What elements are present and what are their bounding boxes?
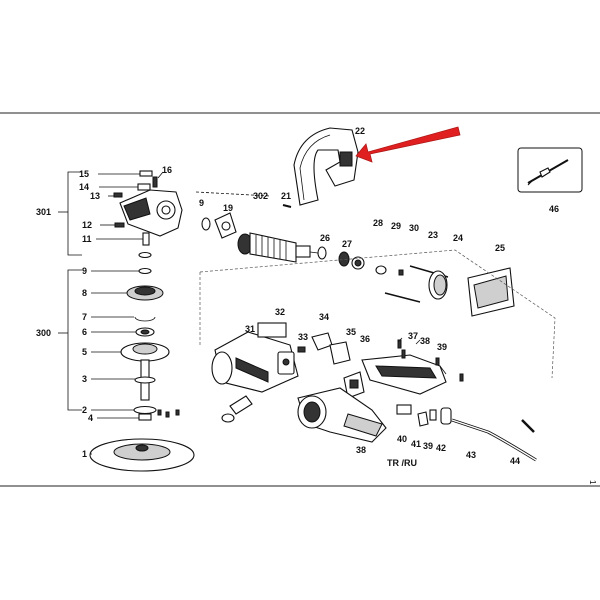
label-35: 35	[346, 327, 356, 337]
label-16: 15	[79, 169, 89, 179]
label-39-bottom: 39	[423, 441, 433, 451]
label-6: 6	[82, 327, 87, 337]
part-11-shaft	[142, 232, 150, 246]
part-22-handle	[293, 127, 359, 206]
part-12-screw	[114, 222, 125, 228]
part-14-screw	[113, 192, 123, 198]
label-32: 32	[275, 307, 285, 317]
label-9-top: 9	[199, 198, 204, 208]
label-26: 26	[320, 233, 330, 243]
part-36-switch	[343, 371, 365, 399]
part-17-pin	[152, 176, 158, 188]
label-46: 46	[549, 204, 559, 214]
label-34: 34	[319, 312, 329, 322]
label-42: 42	[436, 443, 446, 453]
part-9-circlip	[138, 267, 152, 275]
label-22: 22	[355, 126, 365, 136]
part-41-cap	[417, 411, 429, 427]
part-40-block	[396, 404, 412, 415]
label-24: 24	[453, 233, 463, 243]
bracket-300	[67, 269, 82, 411]
label-38-bottom: 38	[356, 445, 366, 455]
part-44-plug	[521, 419, 535, 433]
label-15: 14	[79, 182, 89, 192]
label-33: 33	[298, 332, 308, 342]
side-mark: 1	[588, 480, 597, 485]
label-tr-ru: TR /RU	[387, 458, 417, 468]
label-39-top: 39	[437, 342, 447, 352]
label-12: 12	[82, 220, 92, 230]
label-300: 300	[36, 328, 51, 338]
label-44: 44	[510, 456, 520, 466]
bracket-301	[67, 171, 82, 256]
part-27-bearing	[338, 251, 350, 267]
part-29-ring	[375, 265, 387, 275]
label-2: 2	[82, 405, 87, 415]
label-7: 7	[82, 312, 87, 322]
part-25-stator	[467, 267, 515, 317]
part-39-screw	[435, 357, 440, 366]
label-21: 21	[281, 191, 291, 201]
label-1: 1	[82, 449, 87, 459]
label-43: 43	[466, 450, 476, 460]
label-8: 8	[82, 288, 87, 298]
label-19: 19	[223, 203, 233, 213]
label-40: 40	[397, 434, 407, 444]
part-15-spring	[137, 183, 151, 191]
label-25: 25	[495, 243, 505, 253]
part-16-screw	[139, 170, 153, 177]
label-14: 13	[90, 191, 100, 201]
label-41: 41	[411, 439, 421, 449]
part-39-clip	[429, 409, 437, 421]
part-2-washer	[133, 405, 157, 415]
part-4-nut	[138, 413, 152, 421]
label-29: 29	[391, 221, 401, 231]
label-38-top: 38	[420, 336, 430, 346]
label-17: 16	[162, 165, 172, 175]
highlight-arrow	[355, 126, 461, 163]
part-46-key	[527, 159, 569, 186]
side-handle-part	[229, 395, 253, 415]
label-9-left: 9	[82, 266, 87, 276]
part-9-washer	[201, 217, 211, 231]
label-30: 30	[409, 223, 419, 233]
part-35-brush-holder	[329, 341, 351, 365]
assembly-dashed-outline	[199, 249, 556, 379]
label-301: 301	[36, 207, 51, 217]
part-31-motor-housing	[211, 331, 299, 393]
armature	[237, 232, 319, 263]
part-42-strain-relief	[440, 407, 452, 425]
label-27: 27	[342, 239, 352, 249]
label-5: 5	[82, 347, 87, 357]
label-36: 36	[360, 334, 370, 344]
label-3: 3	[82, 374, 87, 384]
part-38-handle-shell	[361, 354, 447, 395]
part-30-clip	[398, 269, 404, 276]
part-33-clip	[297, 346, 306, 353]
label-31: 31	[245, 324, 255, 334]
label-37: 37	[408, 331, 418, 341]
part-43-cord	[451, 418, 537, 462]
label-28: 28	[373, 218, 383, 228]
part-26-bearing	[317, 246, 327, 260]
part-32-label	[257, 322, 287, 338]
part-7-circlip	[134, 316, 156, 322]
label-23: 23	[428, 230, 438, 240]
label-302: 302	[253, 191, 268, 201]
part-38-grip	[297, 387, 387, 443]
label-4: 4	[88, 413, 93, 423]
label-11: 11	[82, 234, 92, 244]
part-34-connector	[311, 332, 333, 351]
part-13-ring	[138, 251, 152, 259]
part-21-pin	[282, 204, 292, 208]
